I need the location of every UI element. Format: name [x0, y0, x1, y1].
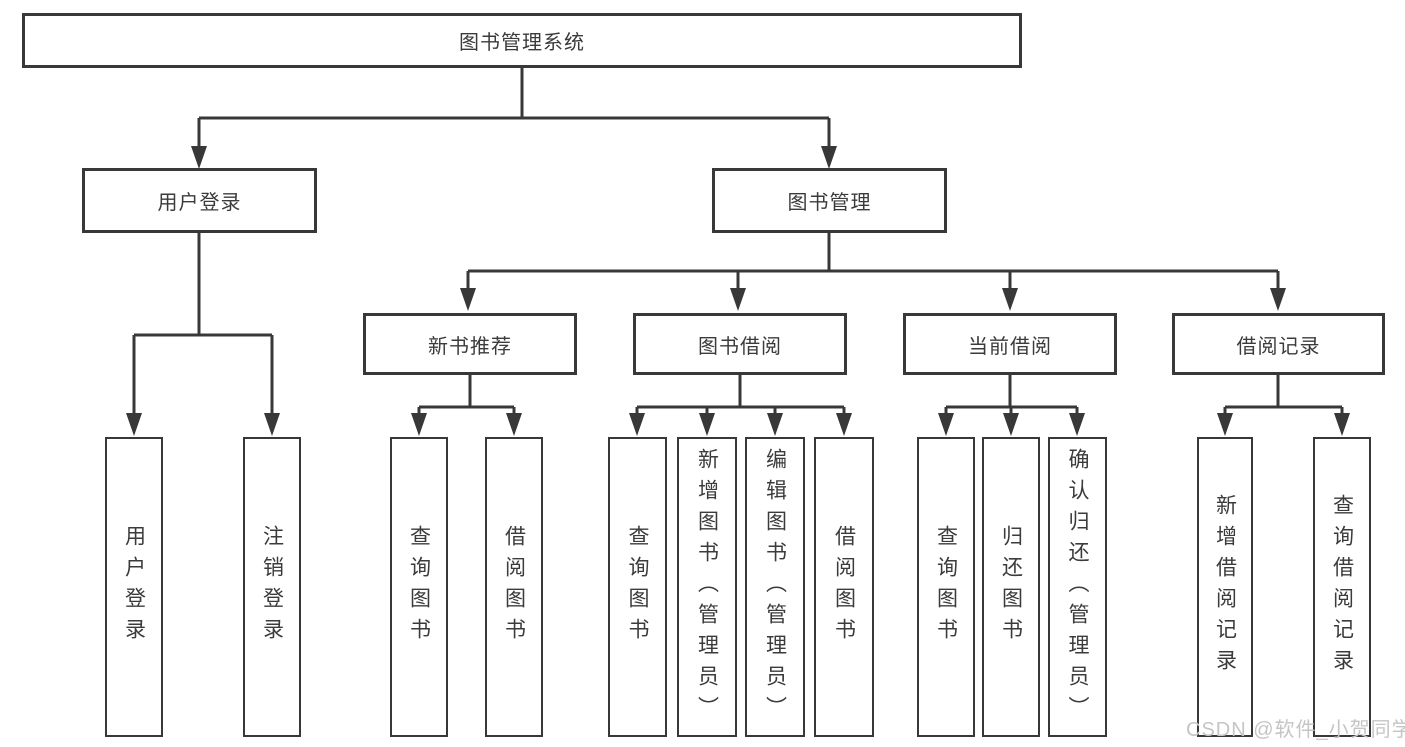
node-book-management: 图书管理: [712, 168, 947, 233]
leaf-records-add-record-label: 新增借阅记录: [1213, 494, 1237, 680]
leaf-borrow-add-books-admin: 新增图书（管理员）: [677, 437, 737, 737]
leaf-user-login: 用户登录: [105, 437, 163, 737]
leaf-records-query-record-label: 查询借阅记录: [1330, 494, 1354, 680]
leaf-borrow-add-books-admin-label: 新增图书（管理员）: [695, 447, 719, 727]
leaf-borrow-query-books: 查询图书: [608, 437, 667, 737]
leaf-borrow-borrow-books: 借阅图书: [814, 437, 874, 737]
node-borrow-records: 借阅记录: [1172, 313, 1385, 375]
leaf-current-return-books: 归还图书: [982, 437, 1040, 737]
leaf-records-query-record: 查询借阅记录: [1313, 437, 1371, 737]
leaf-current-query-books-label: 查询图书: [934, 525, 958, 649]
node-book-borrow: 图书借阅: [633, 313, 847, 375]
node-root: 图书管理系统: [22, 13, 1022, 68]
leaf-current-query-books: 查询图书: [917, 437, 975, 737]
node-borrow-records-label: 借阅记录: [1236, 335, 1321, 358]
leaf-borrow-edit-books-admin-label: 编辑图书（管理员）: [763, 447, 787, 727]
leaf-user-login-label: 用户登录: [122, 525, 146, 649]
leaf-borrow-borrow-books-label: 借阅图书: [832, 525, 856, 649]
leaf-logout-label: 注销登录: [260, 525, 284, 649]
node-user-login-label: 用户登录: [157, 192, 242, 214]
leaf-current-confirm-return-admin-label: 确认归还（管理员）: [1066, 447, 1089, 727]
leaf-newbooks-query-books: 查询图书: [390, 437, 448, 737]
leaf-newbooks-borrow-books: 借阅图书: [485, 437, 543, 737]
csdn-watermark: CSDN @软件_小贺同学: [1186, 719, 1405, 741]
node-new-book-recommend-label: 新书推荐: [428, 335, 512, 358]
node-current-borrow: 当前借阅: [903, 313, 1117, 375]
leaf-borrow-query-books-label: 查询图书: [626, 525, 649, 649]
node-current-borrow-label: 当前借阅: [968, 335, 1052, 358]
leaf-newbooks-query-books-label: 查询图书: [407, 525, 431, 649]
leaf-current-confirm-return-admin: 确认归还（管理员）: [1048, 437, 1107, 737]
node-user-login: 用户登录: [82, 168, 317, 233]
node-new-book-recommend: 新书推荐: [363, 313, 577, 375]
leaf-newbooks-borrow-books-label: 借阅图书: [502, 525, 526, 649]
leaf-records-add-record: 新增借阅记录: [1197, 437, 1253, 737]
leaf-logout: 注销登录: [243, 437, 301, 737]
node-root-label: 图书管理系统: [459, 32, 585, 54]
leaf-current-return-books-label: 归还图书: [999, 525, 1023, 649]
node-book-borrow-label: 图书借阅: [698, 335, 782, 358]
leaf-borrow-edit-books-admin: 编辑图书（管理员）: [745, 437, 805, 737]
node-book-management-label: 图书管理: [787, 192, 872, 214]
